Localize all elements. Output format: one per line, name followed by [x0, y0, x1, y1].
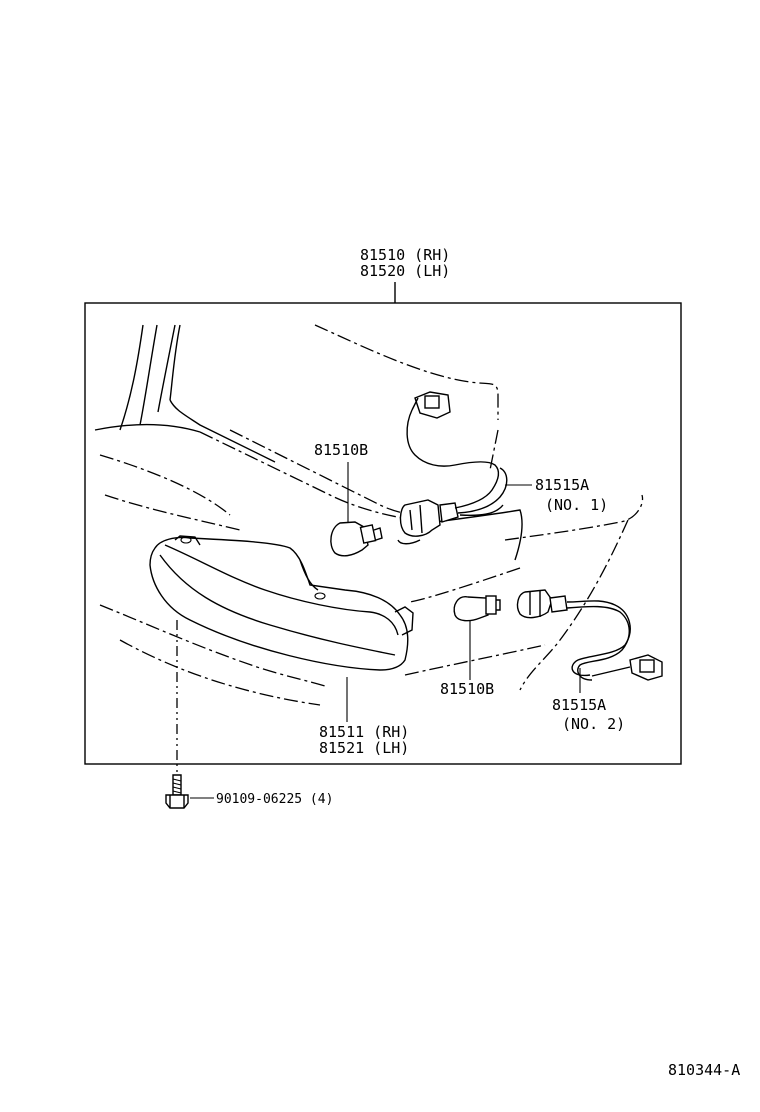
lower-bulb [453, 595, 501, 622]
socket-no1-sub: (NO. 1) [545, 496, 608, 514]
figure-code: 810344-A [668, 1061, 740, 1079]
socket-no2-label: 81515A [552, 696, 606, 714]
socket-no2-sub: (NO. 2) [562, 715, 625, 733]
screw-label: 90109-06225 (4) [216, 792, 333, 807]
screw [165, 620, 189, 809]
lower-bulb-label: 81510B [440, 680, 494, 698]
assembly-label-rh: 81510 (RH) [360, 246, 450, 264]
assembly-frame [84, 302, 682, 765]
socket-no1-label: 81515A [535, 476, 589, 494]
upper-bulb [330, 521, 383, 557]
body-outline [94, 324, 644, 706]
upper-bulb-label: 81510B [314, 441, 368, 459]
lower-socket-harness [516, 589, 663, 681]
upper-socket-harness [397, 391, 508, 545]
lens-label-rh: 81511 (RH) [319, 723, 409, 741]
leader-lines [190, 462, 581, 799]
signal-lens-housing [149, 535, 414, 671]
lens-label-lh: 81521 (LH) [319, 739, 409, 757]
assembly-label-lh: 81520 (LH) [360, 262, 450, 280]
